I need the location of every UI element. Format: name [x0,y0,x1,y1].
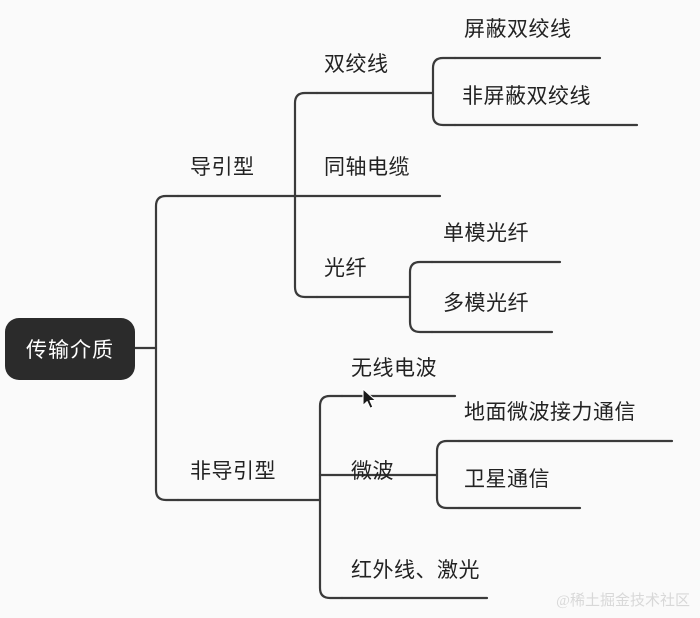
node-infrared-laser[interactable]: 红外线、激光 [351,559,480,582]
root-node[interactable]: 传输介质 [5,318,135,380]
node-shielded-twisted-pair[interactable]: 屏蔽双绞线 [464,18,572,41]
node-twisted-pair[interactable]: 双绞线 [324,53,389,76]
root-node-label: 传输介质 [26,339,114,362]
wire-level1-spine [154,194,180,502]
wire-twistedpair-spine [431,56,457,127]
node-unshielded-twisted-pair[interactable]: 非屏蔽双绞线 [462,85,591,108]
wire-microwave-spine [435,439,461,510]
node-single-mode-fiber[interactable]: 单模光纤 [443,222,529,245]
node-radio-wave[interactable]: 无线电波 [351,357,437,380]
wire-fiber-spine [408,260,434,334]
watermark: @稀土掘金技术社区 [556,593,690,609]
node-terrestrial-microwave-relay[interactable]: 地面微波接力通信 [464,401,636,424]
node-coaxial-cable[interactable]: 同轴电缆 [324,156,410,179]
node-satellite-communication[interactable]: 卫星通信 [464,468,550,491]
node-microwave[interactable]: 微波 [351,460,394,483]
node-guided[interactable]: 导引型 [190,156,255,179]
node-multi-mode-fiber[interactable]: 多模光纤 [443,292,529,315]
wire-unguided-spine [318,394,344,600]
node-optical-fiber[interactable]: 光纤 [324,257,367,280]
node-unguided[interactable]: 非导引型 [190,460,276,483]
